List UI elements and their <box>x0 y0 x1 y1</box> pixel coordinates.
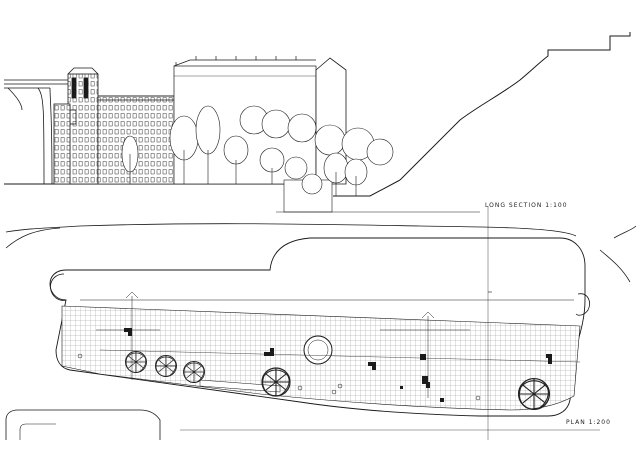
right-end-semicircle <box>575 293 590 316</box>
tower-building <box>67 67 99 185</box>
section-hillside <box>399 32 631 181</box>
long-section-label: LONG SECTION 1:100 <box>485 202 568 209</box>
plan-scale-label: PLAN 1:200 <box>566 419 611 426</box>
plan-right-curb <box>599 225 637 283</box>
section-trees <box>121 105 394 213</box>
plan-road-bottom-left <box>5 409 161 440</box>
plan-block-outline <box>49 237 586 417</box>
plan <box>5 206 637 440</box>
plan-road-edge-top <box>5 227 61 249</box>
section-markers <box>96 291 470 398</box>
low-building <box>53 103 71 185</box>
bollards <box>77 353 481 401</box>
long-section <box>4 32 631 213</box>
plan-road-edge-left <box>5 223 577 237</box>
left-end-semicircle <box>50 273 67 301</box>
viaduct <box>4 79 70 185</box>
terrace-building <box>97 95 175 185</box>
